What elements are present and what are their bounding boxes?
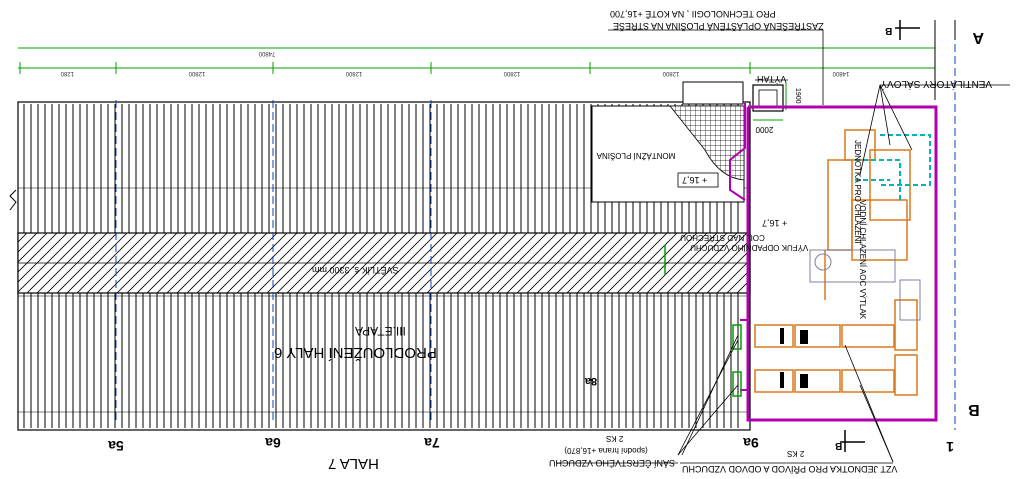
total-dim-label: 74800 bbox=[258, 50, 275, 56]
col-5a-label: 5a bbox=[108, 438, 124, 454]
cooling-unit-label: JEDNOTKA PRO CHLAZENÍ bbox=[853, 140, 862, 244]
equipment-outline bbox=[809, 249, 921, 321]
intake-sub: (spodní hrana +16,870) bbox=[564, 446, 648, 455]
vertical-labels: JEDNOTKA PRO CHLAZENÍ VODNÍ CHLAZENÍ AOC… bbox=[794, 88, 867, 320]
leader-lines bbox=[556, 29, 1010, 464]
section-markers bbox=[840, 20, 920, 452]
section-b-bottom: B bbox=[835, 440, 842, 451]
dim-label: 12800 bbox=[345, 70, 362, 76]
intake-label: SÁNÍ ČERSTVÉHO VZDUCHU bbox=[549, 458, 675, 468]
roof-height-note: PRO TECHNOLOGII , NA KOTĚ +16,700 bbox=[610, 9, 776, 19]
level-2-label: + 16,7 bbox=[762, 218, 787, 228]
cooling-ducts bbox=[855, 134, 931, 200]
water-cooling-label: VODNÍ CHLAZENÍ AOC VÝTLAK bbox=[858, 200, 867, 320]
lift-dim-w: 2000 bbox=[755, 125, 773, 134]
col-1-label: 1 bbox=[946, 439, 954, 455]
extension-title: PRODLOUŽENÍ HALY 6 bbox=[274, 344, 437, 361]
technology-room bbox=[729, 103, 938, 422]
equipment-units bbox=[754, 129, 918, 396]
coil-label: COIL NAD STŘECHOU bbox=[680, 233, 765, 242]
hall-label: HALA 7 bbox=[328, 455, 379, 472]
dim-label: 14800 bbox=[832, 70, 849, 76]
col-9a-label: 9a bbox=[743, 435, 759, 451]
grid-axes bbox=[115, 20, 956, 430]
col-8a-label: 8a bbox=[584, 375, 597, 387]
mount-platform bbox=[591, 105, 745, 203]
skylight-label: SVĚTLÍK š. 3300 mm bbox=[312, 265, 399, 275]
equipment-fans bbox=[780, 328, 808, 388]
lift-dim-h: 1900 bbox=[794, 88, 801, 104]
ventilators-label: VENTILÁTORY SÁLOVÝ bbox=[880, 78, 992, 91]
exhaust-label: VÝFUK ODPADNÍHO VZDUCHU bbox=[690, 243, 808, 252]
dimension-lines: 1280 12800 12800 12800 12800 14800 74800 bbox=[18, 42, 936, 76]
col-6a-label: 6a bbox=[265, 435, 281, 451]
ahu-count: 2 KS bbox=[787, 449, 804, 458]
intake-count: 2 KS bbox=[606, 434, 623, 443]
intake-openings bbox=[664, 245, 742, 397]
axis-a-label: A bbox=[972, 29, 984, 46]
dim-label: 12800 bbox=[503, 70, 520, 76]
dim-label: 12800 bbox=[188, 70, 205, 76]
dim-label: 12800 bbox=[662, 70, 679, 76]
mount-platform-label: MONTÁŽNÍ PLOŠINA bbox=[596, 151, 675, 160]
ahu-label: VZT JEDNOTKA PRO PŘÍVOD A ODVOD VZDUCHU bbox=[682, 464, 897, 474]
dim-label: 1280 bbox=[60, 70, 74, 76]
lift-label: VÝTAH bbox=[757, 74, 786, 84]
roof-label: ZASTŘEŠENÁ OPLÁŠTĚNÁ PLOŠINA NA STŘEŠE bbox=[613, 21, 824, 31]
section-b-top: B bbox=[885, 25, 892, 36]
break-symbol bbox=[9, 189, 17, 211]
extension-subtitle: III.ETAPA bbox=[355, 324, 406, 338]
level-1-label: + 16,7 bbox=[682, 175, 707, 185]
col-7a-label: 7a bbox=[424, 435, 440, 451]
axis-b-label: B bbox=[968, 401, 980, 418]
labels: PRO TECHNOLOGII , NA KOTĚ +16,700 ZASTŘE… bbox=[108, 9, 992, 474]
